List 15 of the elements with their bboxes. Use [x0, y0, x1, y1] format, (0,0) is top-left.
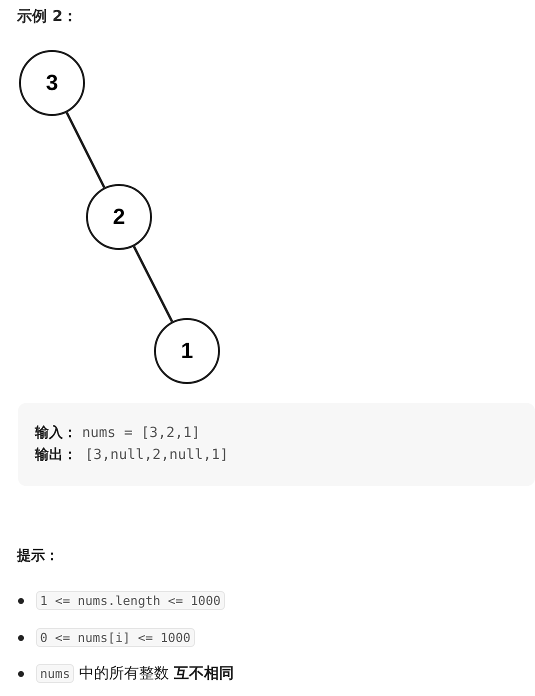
tree-node-circle: 2 — [86, 184, 152, 250]
inline-code: nums — [36, 664, 74, 683]
code-text: nums = [3,2,1] — [82, 425, 200, 441]
heading: 示例 2： — [17, 7, 78, 26]
code-text: [3,null,2,null,1] — [85, 447, 228, 463]
inline-code: 1 <= nums.length <= 1000 — [36, 591, 225, 610]
section-heading: 提示： — [17, 547, 59, 565]
tree-edge — [66, 112, 106, 188]
tree-node-circle: 1 — [154, 318, 220, 384]
tree-edge — [132, 246, 174, 322]
tree-node-circle: 3 — [19, 50, 85, 116]
note-text: 中的所有整数 互不相同 — [79, 664, 234, 683]
field-label: 输出： — [35, 446, 77, 464]
inline-code: 0 <= nums[i] <= 1000 — [36, 628, 195, 647]
field-label: 输入： — [35, 424, 77, 442]
